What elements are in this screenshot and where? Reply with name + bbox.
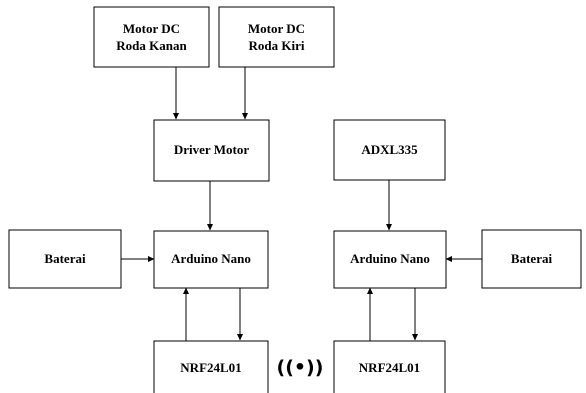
arduino-right-label: Arduino Nano	[350, 251, 430, 266]
nrf-right-block: NRF24L01	[333, 340, 446, 393]
motor-left-label-line-1: Motor DC	[248, 21, 305, 36]
arduino-right-block: Arduino Nano	[333, 230, 447, 289]
nrf-left-block: NRF24L01	[153, 340, 269, 393]
battery-right-label: Baterai	[511, 251, 553, 266]
arduino-left-block: Arduino Nano	[153, 230, 269, 289]
motor-left-label-line-2: Roda Kiri	[249, 38, 305, 53]
motor-right-label-line-2: Roda Kanan	[116, 38, 187, 53]
nrf-right-label: NRF24L01	[359, 360, 420, 375]
driver-motor-label: Driver Motor	[174, 142, 249, 157]
connectors	[121, 67, 482, 341]
battery-right-block: Baterai	[481, 229, 582, 289]
motor-right-block: Motor DC Roda Kanan	[93, 6, 210, 68]
adxl335-label: ADXL335	[361, 142, 418, 157]
arduino-left-label: Arduino Nano	[171, 251, 251, 266]
nrf-left-label: NRF24L01	[180, 360, 241, 375]
motor-right-label-line-1: Motor DC	[123, 21, 180, 36]
battery-left-label: Baterai	[44, 251, 86, 266]
adxl335-block: ADXL335	[333, 119, 446, 181]
driver-motor-block: Driver Motor	[153, 119, 270, 182]
battery-left-block: Baterai	[8, 229, 122, 289]
wireless-signal-icon: ((•))	[277, 357, 324, 379]
motor-left-block: Motor DC Roda Kiri	[218, 6, 335, 68]
